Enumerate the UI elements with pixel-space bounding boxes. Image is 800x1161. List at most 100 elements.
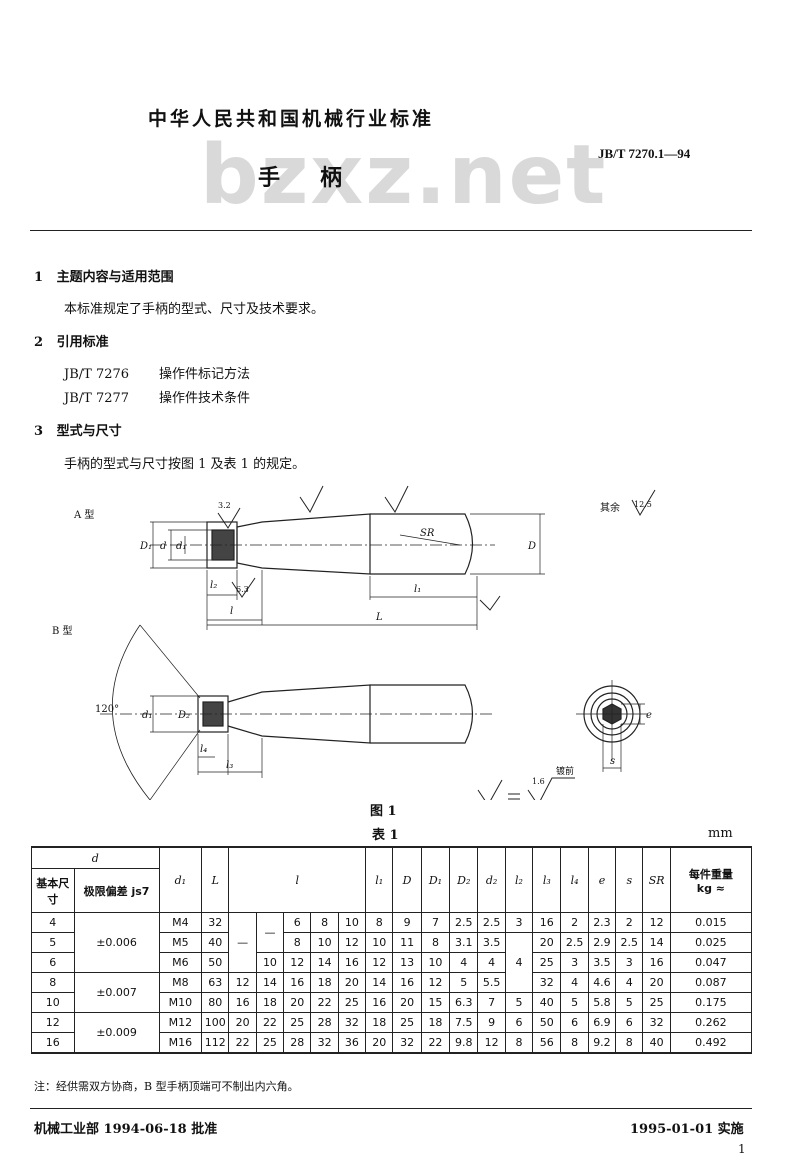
cell: 25: [532, 952, 562, 973]
cell: 16: [31, 1032, 75, 1054]
head-l: l: [228, 846, 367, 913]
cell: 28: [283, 1032, 312, 1054]
figure-1-drawing: A 型 B 型 其余 12.5 3.2 6.3 1.6 镀前 120° D₁ d…: [52, 485, 656, 800]
dim-l1: l₁: [414, 584, 421, 595]
section-1-body: 本标准规定了手柄的型式、尺寸及技术要求。: [64, 302, 325, 317]
cell: 20: [283, 992, 312, 1013]
cell: 12: [337, 932, 367, 953]
cell: 4: [504, 932, 534, 993]
cell: 40: [642, 1032, 671, 1054]
cell: 14: [365, 972, 394, 993]
cell: 8: [31, 972, 75, 993]
cell: 10: [337, 912, 367, 933]
cell: 9: [392, 912, 422, 933]
cell: 8: [365, 912, 394, 933]
cell: 6: [31, 952, 75, 973]
rest-label: 其余: [600, 501, 620, 514]
page-number: 1: [738, 1142, 746, 1156]
table-subheader-row: 基本尺寸 极限偏差 js7: [31, 868, 752, 913]
dim-s: s: [610, 756, 615, 767]
spec-table: d d₁ L l l₁ D D₁ D₂ d₂ l₂ l₃ l₄ e s SR 每…: [31, 846, 753, 1054]
cell: 50: [201, 952, 230, 973]
cell: 5: [560, 992, 589, 1013]
section-number: 1: [34, 270, 44, 285]
head-SR: SR: [642, 846, 671, 913]
cell: 4: [449, 952, 479, 973]
cell: 2: [615, 912, 644, 933]
cell: 3.5: [587, 952, 617, 973]
head-weight-unit: kg ≈: [696, 881, 725, 895]
table-row: 12 ±0.009 M12 100 20 22 25 28 32 18 25 1…: [31, 1012, 753, 1054]
dim-L: L: [375, 612, 383, 623]
head-l4: l₄: [560, 846, 589, 913]
cell: 10: [310, 932, 339, 953]
cell: 4.6: [587, 972, 617, 993]
cell: 4: [560, 972, 589, 993]
head-s: s: [615, 846, 644, 913]
cell: 14: [255, 972, 285, 993]
cell: M12: [158, 1012, 203, 1033]
cell: 0.087: [669, 972, 753, 993]
cell: 4: [477, 952, 506, 973]
cell: M4: [158, 912, 203, 933]
cell: 12: [642, 912, 671, 933]
cell: 100: [201, 1012, 230, 1033]
cell: M10: [158, 992, 203, 1013]
cell: 32: [310, 1032, 339, 1054]
cell: 12: [283, 952, 312, 973]
cell: 2.5: [449, 912, 479, 933]
cell: 0.015: [669, 912, 753, 933]
head-l3: l₃: [532, 846, 562, 913]
cell: 32: [201, 912, 230, 933]
cell: 6.9: [587, 1012, 617, 1033]
cell: 16: [365, 992, 394, 1013]
cell: 7: [477, 992, 506, 1013]
cell: 5.8: [587, 992, 617, 1013]
section-2-heading: 2 引用标准: [34, 331, 109, 350]
reference-name: 操作件标记方法: [159, 367, 251, 382]
cell: 5: [615, 992, 644, 1013]
cell: 18: [310, 972, 339, 993]
cell: 25: [642, 992, 671, 1013]
cell: 9.2: [587, 1032, 617, 1054]
type-b-label: B 型: [52, 624, 73, 637]
head-basic: 基本尺寸: [31, 868, 75, 913]
head-D1: D₁: [420, 846, 451, 913]
dim-d1-b: d₁: [142, 710, 152, 721]
cell: 6.3: [449, 992, 479, 1013]
cell: 25: [337, 992, 367, 1013]
cell: M16: [158, 1032, 203, 1054]
table-note: 注：经供需双方协商，B 型手柄顶端可不制出内六角。: [34, 1080, 299, 1093]
head-l1: l₁: [365, 846, 394, 913]
cell: 20: [642, 972, 671, 993]
cell: 16: [392, 972, 422, 993]
head-e: e: [587, 846, 617, 913]
rough-rest: 12.5: [634, 500, 652, 509]
cell: 5: [31, 932, 75, 953]
cell: M8: [158, 972, 203, 993]
cell: 4: [31, 912, 75, 933]
cell: 20: [392, 992, 422, 1013]
cell: 14: [642, 932, 671, 953]
approval-date: 机械工业部 1994-06-18 批准: [34, 1122, 218, 1137]
cell: 8: [560, 1032, 589, 1054]
cell: 3: [504, 912, 534, 933]
cell: 6: [504, 1012, 534, 1033]
cell: 9: [477, 1012, 506, 1033]
cell: 5: [504, 992, 534, 1013]
rough-32: 3.2: [218, 501, 231, 510]
tol-cell: ±0.007: [73, 972, 160, 1013]
cell: 2.5: [560, 932, 589, 953]
footer-rule: [30, 1108, 752, 1109]
cell: 2.5: [477, 912, 506, 933]
cell: 12: [31, 1012, 75, 1033]
cell: 5: [449, 972, 479, 993]
cell: 56: [532, 1032, 562, 1054]
cell: 6: [615, 1012, 644, 1033]
table-row: 10 M10 80 16 18 20 22 25 16 20 15 6.3 7 …: [31, 992, 753, 1013]
cell: 40: [532, 992, 562, 1013]
head-d: d: [31, 846, 160, 869]
cell: 3.1: [449, 932, 479, 953]
dim-D: D: [527, 541, 536, 552]
cell: 50: [532, 1012, 562, 1033]
